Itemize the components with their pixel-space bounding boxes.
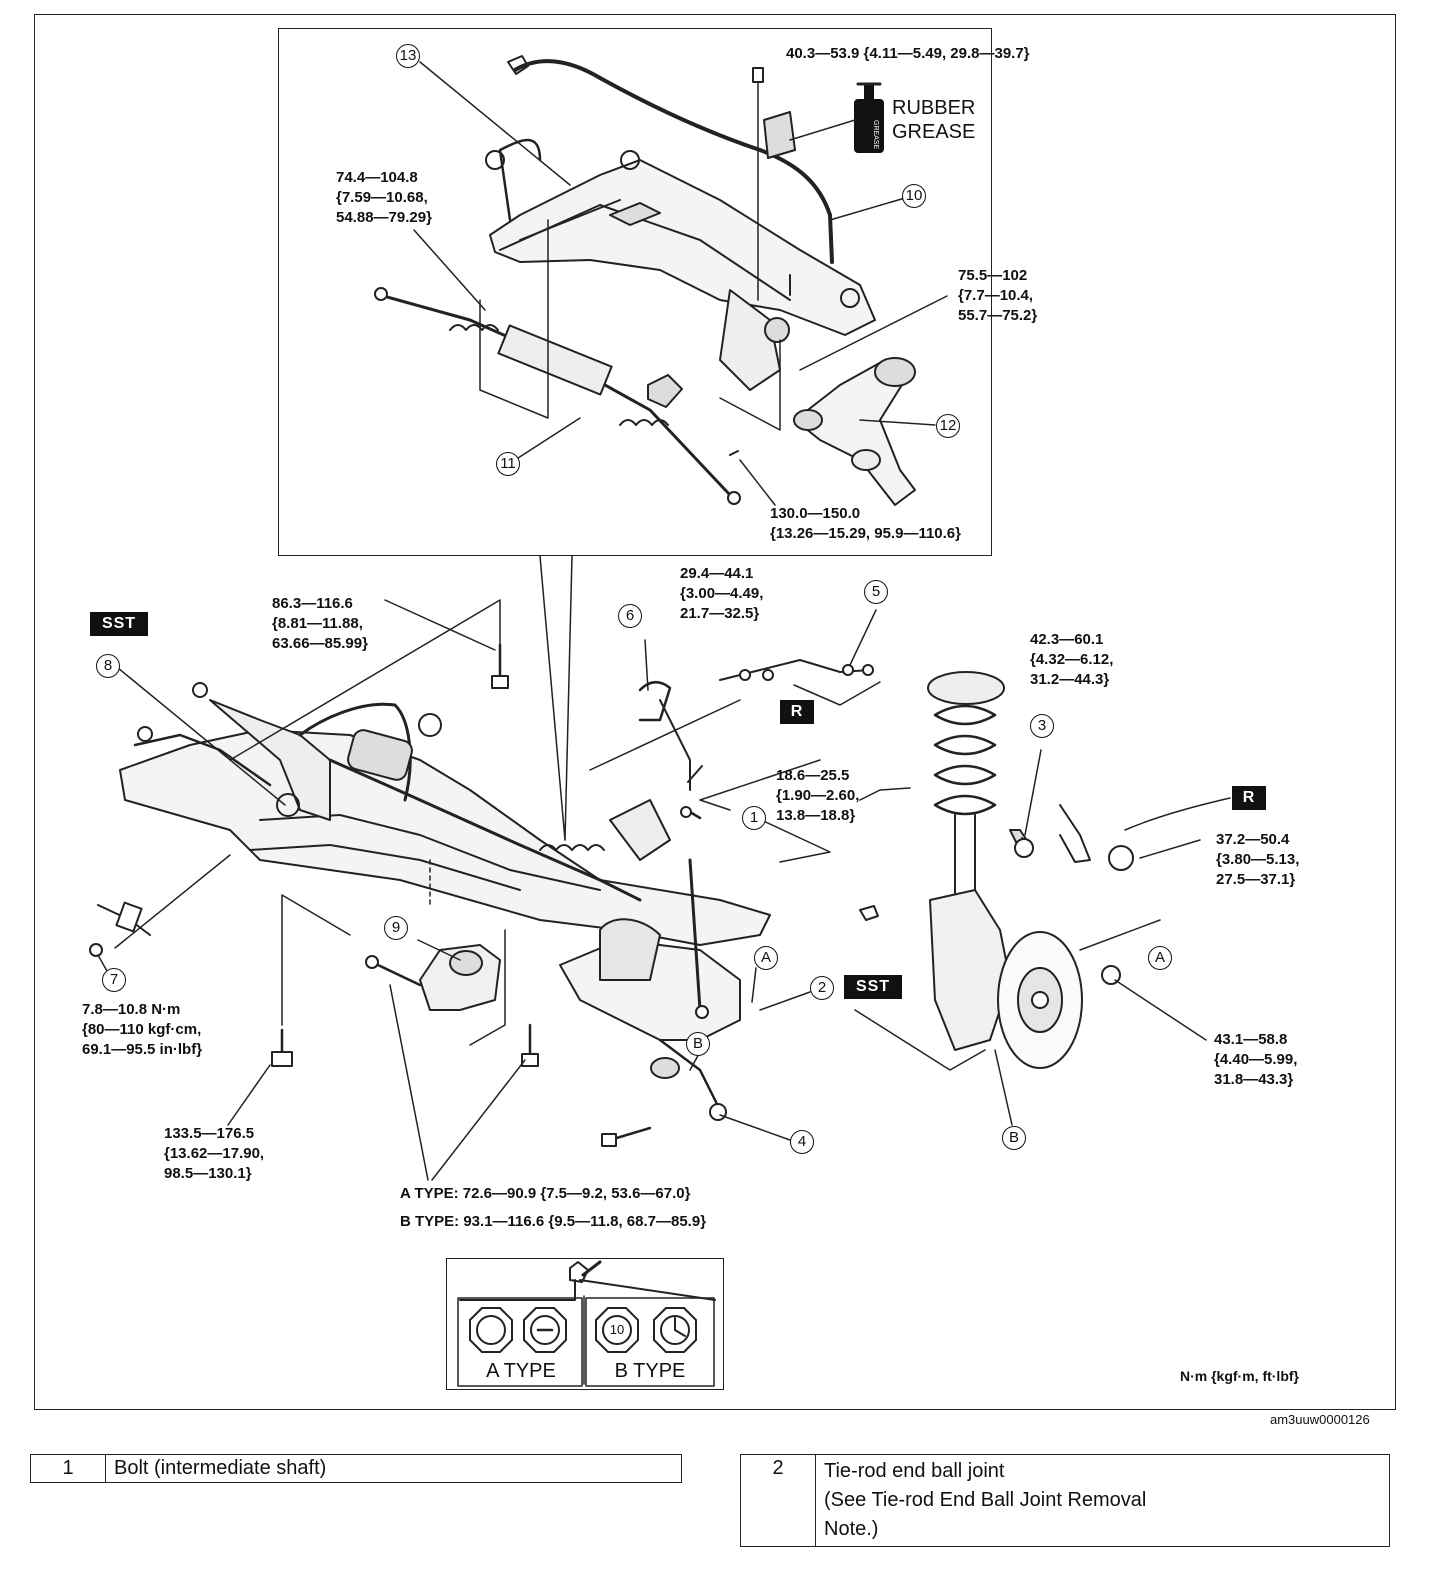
inset-steering-gear: [374, 287, 741, 505]
replace-badge-right: R: [1232, 786, 1266, 810]
grease-tube-icon: [854, 82, 884, 153]
part-number: 1: [30, 1454, 106, 1483]
main-engine-mount: [419, 944, 501, 1011]
callout-b-right: B: [1002, 1126, 1026, 1150]
callout-5: 5: [864, 580, 888, 604]
torque-knuckle: 43.1—58.8 {4.40—5.99, 31.8—43.3}: [1214, 1031, 1298, 1088]
part-number: 2: [740, 1454, 816, 1547]
torque-bracket-bolt: 7.8—10.8 N·m {80—110 kgf·cm, 69.1—95.5 i…: [82, 1001, 203, 1058]
callout-3: 3: [1030, 714, 1054, 738]
torque-stabilizer-link-top: 29.4—44.1 {3.00—4.49, 21.7—32.5}: [680, 565, 764, 622]
inset-stabilizer-bar: [507, 55, 834, 264]
inset-crossmember: [485, 138, 876, 391]
callout-7: 7: [102, 968, 126, 992]
grease-tube-text: GREASE: [872, 120, 879, 150]
rubber-grease-label: RUBBER GREASE: [892, 97, 976, 143]
inset-lower-arm: [793, 357, 916, 506]
torque-crossmember-upper: 86.3—116.6 {8.81—11.88, 63.66—85.99}: [272, 595, 368, 652]
inset-bushing-and-bolt: [729, 67, 796, 456]
parts-table-1: 1 Bolt (intermediate shaft): [30, 1454, 682, 1483]
table-row: 2 Tie-rod end ball joint (See Tie-rod En…: [740, 1454, 1390, 1547]
diagram-frame: [34, 14, 1396, 1410]
image-id: am3uuw0000126: [1270, 1412, 1370, 1427]
torque-crossmember-front: 75.5—102 {7.7—10.4, 55.7—75.2}: [958, 267, 1038, 324]
torque-a-type: A TYPE: 72.6—90.9 {7.5—9.2, 53.6—67.0}: [400, 1185, 691, 1202]
inset-leaders: [413, 61, 948, 506]
torque-b-type: B TYPE: 93.1—116.6 {9.5—11.8, 68.7—85.9}: [400, 1213, 707, 1230]
part-description: Tie-rod end ball joint (See Tie-rod End …: [815, 1454, 1390, 1547]
units-note: N·m {kgf·m, ft·lbf}: [1180, 1368, 1299, 1384]
callout-13: 13: [396, 44, 420, 68]
table-row: 1 Bolt (intermediate shaft): [30, 1454, 682, 1483]
main-leaders: [97, 599, 1207, 1181]
main-bolts: [271, 643, 1034, 1147]
torque-intermediate-shaft: 18.6—25.5 {1.90—2.60, 13.8—18.8}: [776, 767, 860, 824]
callout-a-right: A: [1148, 946, 1172, 970]
main-strut-assembly: [927, 671, 1005, 911]
torque-stabilizer-bracket: 40.3—53.9 {4.11—5.49, 29.8—39.7}: [786, 45, 1030, 62]
main-knuckle-hub: [929, 889, 1083, 1069]
main-small-parts: [89, 659, 1231, 985]
sst-badge-left: SST: [90, 612, 148, 636]
replace-badge-center: R: [780, 700, 814, 724]
main-subframe: [119, 682, 771, 946]
b-type-caption: B TYPE: [614, 1360, 686, 1382]
torque-crossmember-rear: 133.5—176.5 {13.62—17.90, 98.5—130.1}: [164, 1125, 265, 1182]
callout-2: 2: [810, 976, 834, 1000]
callout-6: 6: [618, 604, 642, 628]
callout-1: 1: [742, 806, 766, 830]
callout-9: 9: [384, 916, 408, 940]
part-description: Bolt (intermediate shaft): [105, 1454, 682, 1483]
main-lower-arm: [559, 858, 741, 1121]
callout-10: 10: [902, 184, 926, 208]
callout-8: 8: [96, 654, 120, 678]
callout-b-left: B: [686, 1032, 710, 1056]
main-steering-rack: [328, 699, 691, 902]
callout-a-left: A: [754, 946, 778, 970]
torque-strut-top: 42.3—60.1 {4.32—6.12, 31.2—44.3}: [1030, 631, 1114, 688]
callout-4: 4: [790, 1130, 814, 1154]
callout-11: 11: [496, 452, 520, 476]
bolt-type-drawings: [457, 1260, 716, 1387]
inset-connectors: [539, 555, 573, 841]
torque-steering-gear-mount: 74.4—104.8 {7.59—10.68, 54.88—79.29}: [336, 169, 432, 226]
sst-badge-right: SST: [844, 975, 902, 999]
torque-hub-nut: 37.2—50.4 {3.80—5.13, 27.5—37.1}: [1216, 831, 1300, 888]
b-type-head-mark: 10: [609, 1322, 625, 1337]
callout-12: 12: [936, 414, 960, 438]
bolt-type-box: [446, 1258, 724, 1390]
parts-table-2: 2 Tie-rod end ball joint (See Tie-rod En…: [740, 1454, 1390, 1547]
torque-lower-arm-rear: 130.0—150.0 {13.26—15.29, 95.9—110.6}: [770, 505, 961, 542]
a-type-caption: A TYPE: [486, 1360, 556, 1382]
